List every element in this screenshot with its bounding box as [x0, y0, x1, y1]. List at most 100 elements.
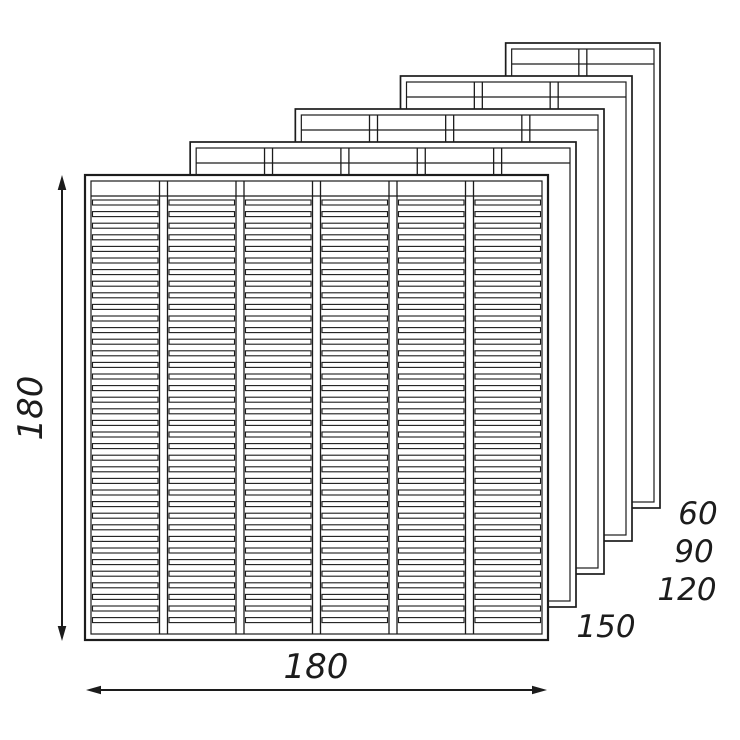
louver-slat: [474, 489, 542, 496]
louver-slat: [91, 547, 159, 554]
louver-slat: [244, 489, 312, 496]
width-dimension: 180: [86, 647, 547, 695]
louver-slat: [91, 582, 159, 589]
louver-slat: [321, 327, 389, 334]
louver-slat: [474, 593, 542, 600]
louver-slat: [244, 269, 312, 276]
louver-slat: [474, 535, 542, 542]
louver-slat: [244, 466, 312, 473]
louver-slat: [244, 454, 312, 461]
louver-slat: [474, 501, 542, 508]
louver-slat: [397, 524, 465, 531]
louver-slat: [91, 419, 159, 426]
louver-slat: [474, 408, 542, 415]
louver-slat: [397, 245, 465, 252]
louver-slat: [244, 605, 312, 612]
louver-slat: [244, 501, 312, 508]
louver-slat: [321, 269, 389, 276]
louver-slat: [244, 512, 312, 519]
louver-slat: [397, 222, 465, 229]
louver-slat: [168, 234, 236, 241]
louver-slat: [397, 582, 465, 589]
louver-slat: [397, 593, 465, 600]
louver-slat: [321, 303, 389, 310]
louver-slat: [321, 315, 389, 322]
louver-slat: [168, 617, 236, 624]
louver-slat: [91, 303, 159, 310]
louver-slat: [244, 617, 312, 624]
louver-slat: [321, 512, 389, 519]
louver-slat: [168, 350, 236, 357]
louver-slat: [91, 315, 159, 322]
height-dimension: 180: [11, 175, 67, 641]
louver-slat: [168, 454, 236, 461]
louver-slat: [168, 211, 236, 218]
louver-slat: [244, 443, 312, 450]
louver-slat: [321, 582, 389, 589]
louver-slat: [91, 280, 159, 287]
louver-slat: [474, 443, 542, 450]
louver-slat: [91, 535, 159, 542]
louver-slat: [168, 269, 236, 276]
louver-slat: [474, 524, 542, 531]
louver-slat: [168, 466, 236, 473]
panel-size-label: 150: [576, 609, 635, 645]
louver-slat: [397, 257, 465, 264]
louver-slat: [321, 466, 389, 473]
height-dimension-label: 180: [11, 376, 51, 441]
louver-slat: [397, 373, 465, 380]
louver-slat: [168, 605, 236, 612]
louver-slat: [91, 489, 159, 496]
louver-slat: [244, 570, 312, 577]
louver-slat: [397, 477, 465, 484]
width-dimension-arrow-left: [86, 685, 101, 695]
width-dimension-arrow-right: [532, 685, 547, 695]
louver-slat: [474, 559, 542, 566]
louver-slat: [168, 361, 236, 368]
louver-slat: [474, 361, 542, 368]
louver-slat: [168, 570, 236, 577]
louver-slat: [321, 454, 389, 461]
louver-slat: [474, 245, 542, 252]
louver-slat: [474, 385, 542, 392]
louver-slat: [474, 303, 542, 310]
louver-slat: [244, 350, 312, 357]
louver-slat: [397, 327, 465, 334]
louver-slat: [168, 303, 236, 310]
louver-slat: [321, 385, 389, 392]
panels-group: [83, 42, 661, 642]
louver-slat: [397, 489, 465, 496]
louver-slat: [168, 477, 236, 484]
louver-slat: [244, 245, 312, 252]
louver-slat: [91, 269, 159, 276]
louver-slat: [397, 408, 465, 415]
louver-slat: [244, 559, 312, 566]
louver-slat: [244, 234, 312, 241]
louver-slat: [321, 547, 389, 554]
louver-slat: [91, 257, 159, 264]
louver-slat: [244, 373, 312, 380]
louver-slat: [91, 222, 159, 229]
louver-slat: [244, 396, 312, 403]
louver-slat: [91, 361, 159, 368]
louver-slat: [244, 547, 312, 554]
louver-slat: [244, 361, 312, 368]
louver-slat: [168, 315, 236, 322]
louver-slat: [474, 327, 542, 334]
louver-slat: [91, 443, 159, 450]
louver-slat: [91, 605, 159, 612]
louver-slat: [91, 396, 159, 403]
louver-slat: [91, 292, 159, 299]
louver-slat: [91, 466, 159, 473]
louver-slat: [244, 315, 312, 322]
louver-slat: [474, 199, 542, 206]
louver-slat: [321, 292, 389, 299]
louver-slat: [397, 350, 465, 357]
louver-slat: [321, 477, 389, 484]
louver-slat: [474, 454, 542, 461]
louver-slat: [474, 396, 542, 403]
louver-slat: [91, 501, 159, 508]
louver-slat: [321, 524, 389, 531]
louver-slat: [321, 350, 389, 357]
